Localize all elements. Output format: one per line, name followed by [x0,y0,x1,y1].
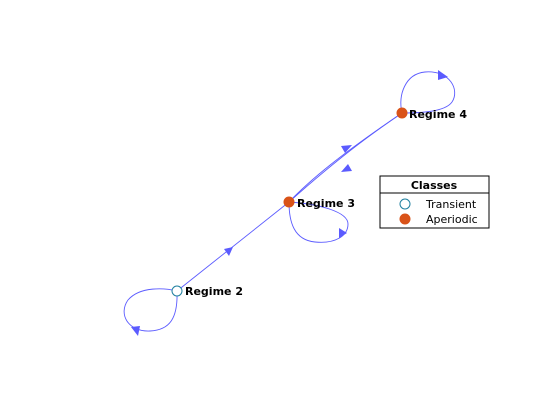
node-regime3-label: Regime 3 [297,197,355,210]
arrow-regime2-self-loop [131,326,140,336]
node-regime2-marker [171,285,183,297]
arrow-regime2-to-regime3 [224,247,233,256]
legend-transient-marker [399,198,411,210]
arrow-regime4-self-loop [438,70,448,80]
arrow-regime3-self-loop [339,228,347,238]
edges-layer [123,70,456,336]
node-regime4-label: Regime 4 [409,108,467,121]
edge-regime4-to-regime3 [288,112,403,203]
node-regime2-label: Regime 2 [185,285,243,298]
edge-regime2-to-regime3 [176,201,290,292]
legend-aperiodic-label: Aperiodic [426,213,478,226]
legend-box [379,175,490,229]
nodes-layer: Regime 2 Regime 3 Regime 4 [171,107,467,298]
edge-regime3-self-loop [288,201,349,243]
arrow-regime4-to-regime3 [341,164,352,172]
edge-regime4-self-loop [400,71,456,114]
arrow-regime3-to-regime4 [341,145,352,153]
edge-regime2-self-loop [123,288,178,332]
legend-transient-label: Transient [425,198,477,211]
node-regime3-marker [283,196,295,208]
legend-aperiodic-marker [399,213,411,225]
legend-title: Classes [411,179,458,192]
node-regime4-marker [396,107,408,119]
legend: Classes Transient Aperiodic [379,175,490,229]
